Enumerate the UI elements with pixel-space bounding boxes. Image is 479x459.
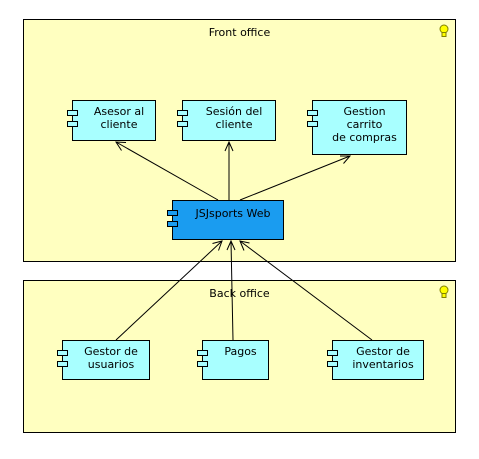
component-tab	[307, 121, 318, 127]
component-gestor-de-inventarios[interactable]: Gestor de inventarios	[327, 340, 424, 380]
component-tab	[307, 110, 318, 116]
component-asesor-al-cliente[interactable]: Asesor al cliente	[67, 100, 156, 141]
component-label: Gestion carrito de compras	[332, 105, 397, 144]
component-tab	[327, 350, 338, 356]
package-title-back-office: Back office	[209, 287, 270, 300]
component-label: JSJsports Web	[195, 207, 271, 220]
package-title-front-office: Front office	[208, 26, 271, 39]
component-pagos[interactable]: Pagos	[197, 340, 269, 380]
component-label: Gestor de inventarios	[352, 345, 414, 371]
component-jsjsports-web[interactable]: JSJsports Web	[167, 200, 284, 240]
component-tab	[197, 361, 208, 367]
component-label: Sesión del cliente	[205, 105, 263, 131]
component-label: Gestor de usuarios	[84, 345, 138, 371]
component-gestion-carrito[interactable]: Gestion carrito de compras	[307, 100, 407, 155]
lightbulb-icon	[439, 285, 449, 298]
component-tab	[57, 361, 68, 367]
component-tab	[177, 110, 188, 116]
component-label: Pagos	[224, 345, 257, 358]
component-tab	[67, 121, 78, 127]
component-tab	[177, 121, 188, 127]
component-tab	[167, 221, 178, 227]
component-gestor-de-usuarios[interactable]: Gestor de usuarios	[57, 340, 150, 380]
component-label: Asesor al cliente	[93, 105, 145, 131]
component-tab	[57, 350, 68, 356]
component-tab	[67, 110, 78, 116]
component-tab	[197, 350, 208, 356]
component-tab	[167, 210, 178, 216]
component-sesion-del-cliente[interactable]: Sesión del cliente	[177, 100, 276, 141]
component-tab	[327, 361, 338, 367]
lightbulb-icon	[439, 24, 449, 37]
